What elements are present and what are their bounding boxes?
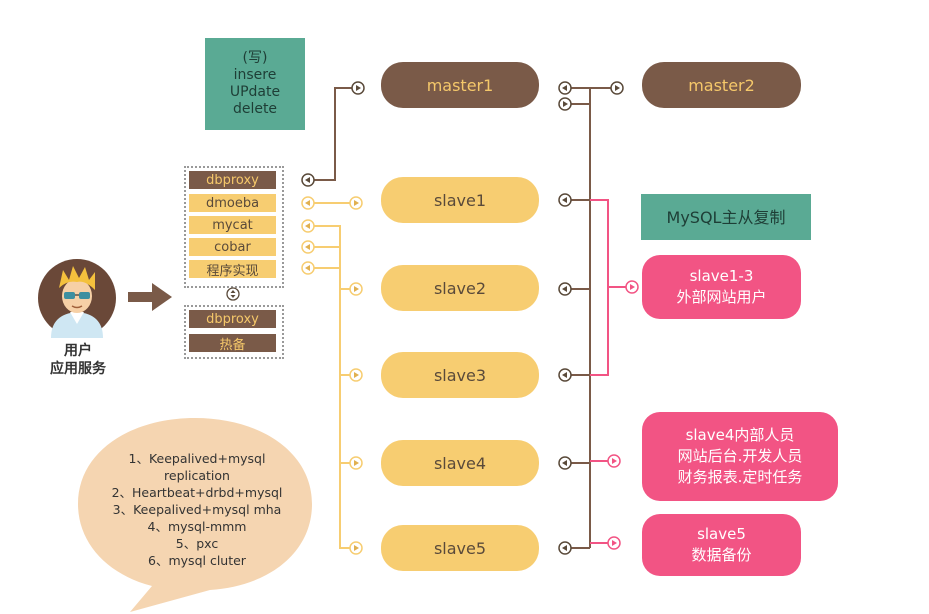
proxy-standby-dbproxy: dbproxy [189,310,276,328]
user-subtitle: 应用服务 [50,361,106,377]
ha-item-3: 3、Keepalived+mysql mha [112,502,282,517]
user-label: 用户 应用服务 [26,342,130,378]
ha-solutions-list: 1、Keepalived+mysql replication 2、Heartbe… [92,450,302,569]
pink-internal-l3: 财务报表.定时任务 [677,468,803,486]
node-slave4: slave4 [381,440,539,486]
proxy-group-main: dbproxy dmoeba mycat cobar 程序实现 [184,166,284,288]
pink-backup-l2: 数据备份 [691,546,752,564]
user-avatar-icon [38,259,116,338]
write-operations-box: (写) insere UPdate delete [205,38,305,130]
replication-text: MySQL主从复制 [666,207,786,227]
ha-item-1b: replication [164,468,230,483]
proxy-dmoeba: dmoeba [189,194,276,212]
write-label: (写) [242,50,268,66]
node-slave1: slave1 [381,177,539,223]
node-slave3: slave3 [381,352,539,398]
write-insert: insere [233,67,277,83]
pink-external-l1: slave1-3 [689,267,754,285]
pink-external-l2: 外部网站用户 [676,288,767,306]
user-title: 用户 [64,343,92,359]
proxy-cobar: cobar [189,238,276,256]
node-master2: master2 [642,62,801,108]
ha-item-2: 2、Heartbeat+drbd+mysql [111,485,283,500]
ha-item-4: 4、mysql-mmm [147,519,247,534]
ha-item-5: 5、pxc [175,536,219,551]
proxy-dbproxy: dbproxy [189,171,276,189]
pink-internal-l1: slave4内部人员 [685,426,795,444]
proxy-group-standby: dbproxy 热备 [184,305,284,359]
pink-box-internal: slave4内部人员 网站后台.开发人员 财务报表.定时任务 [642,412,838,501]
arrow-right-icon [128,283,172,311]
pink-backup-l1: slave5 [697,525,746,543]
node-slave2: slave2 [381,265,539,311]
replication-label: MySQL主从复制 [641,194,811,240]
ha-item-1: 1、Keepalived+mysql [128,451,266,466]
proxy-standby-hot: 热备 [189,334,276,353]
proxy-mycat: mycat [189,216,276,234]
pink-internal-l2: 网站后台.开发人员 [677,447,803,465]
ha-item-6: 6、mysql cluter [148,553,246,568]
write-update: UPdate [229,84,281,100]
pink-box-external: slave1-3 外部网站用户 [642,255,801,319]
speech-bubble [78,418,312,612]
node-master1: master1 [381,62,539,108]
proxy-program: 程序实现 [189,260,276,279]
node-slave5: slave5 [381,525,539,571]
write-delete: delete [232,101,278,117]
up-down-arrow-icon [226,287,240,301]
pink-box-backup: slave5 数据备份 [642,514,801,576]
